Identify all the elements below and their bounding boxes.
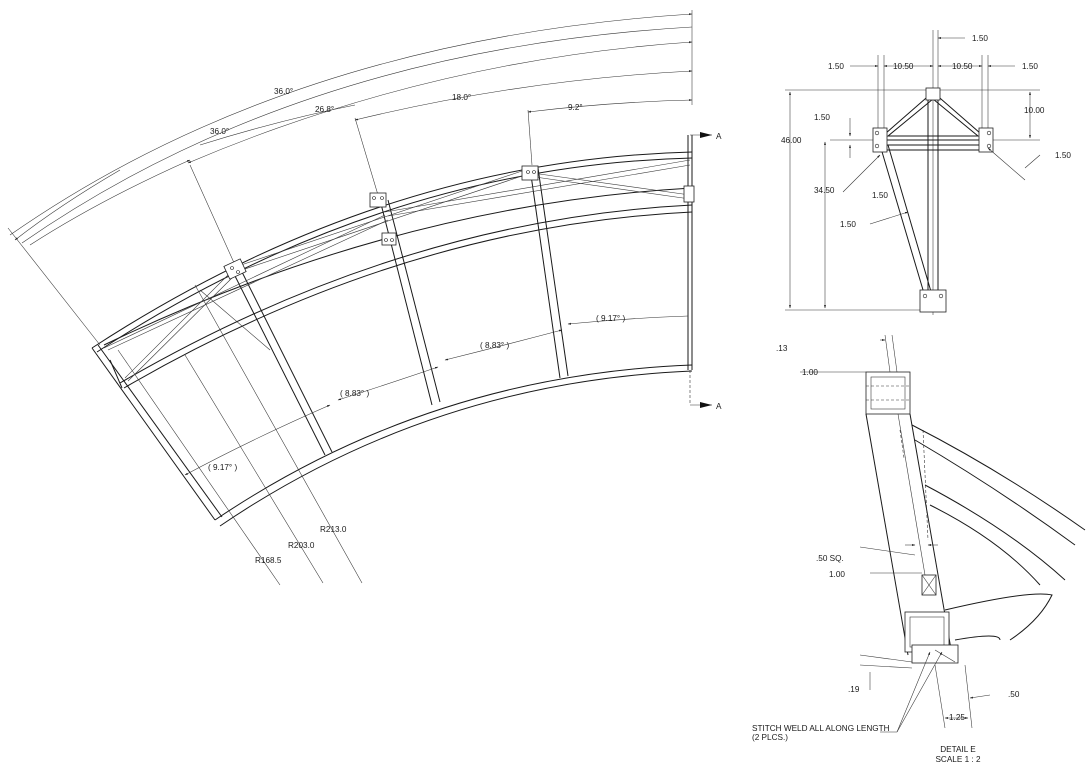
detail-title: DETAIL E (940, 745, 976, 754)
detail-dim-13: .13 (776, 344, 788, 353)
arch-chords (91, 135, 693, 527)
sec-dim-10-50-left: 10.50 (893, 62, 914, 71)
sec-dim-1-50-right: 1.50 (1022, 62, 1038, 71)
radius-leaders (117, 284, 363, 586)
angle-label-inner: 36.0° (210, 127, 229, 136)
angle-label-8-83-right: ( 8.83° ) (480, 341, 509, 350)
sec-dim-1-50-lower: 1.50 (872, 191, 888, 200)
section-cut-markers (690, 132, 712, 408)
radius-label-168-5: R168.5 (255, 556, 282, 565)
angle-label-9-2: 9.2° (568, 103, 583, 112)
gusset-plates (223, 165, 695, 280)
radius-label-213: R213.0 (320, 525, 347, 534)
section-a-a-view: 1.50 1.50 10.50 10.50 1.50 10.00 46.00 1… (781, 30, 1071, 315)
radial-struts (231, 167, 569, 456)
detail-dim-1-25: 1.25 (949, 713, 965, 722)
section-label-bottom: A (716, 402, 722, 411)
detail-dim-1-00-top: 1.00 (802, 368, 818, 377)
section-label-top: A (716, 132, 722, 141)
detail-dim-1-00-mid: 1.00 (829, 570, 845, 579)
detail-e-view: .13 1.00 .50 SQ. 1.00 .19 .50 1.25 STITC… (752, 334, 1086, 764)
radius-label-203: R203.0 (288, 541, 315, 550)
angle-label-9-17-left: ( 9.17° ) (208, 463, 237, 472)
angle-label-9-17-right: ( 9.17° ) (596, 314, 625, 323)
sec-dim-10-50-right: 10.50 (952, 62, 973, 71)
angle-label-18: 18.0° (452, 93, 471, 102)
sec-dim-46-00: 46.00 (781, 136, 802, 145)
detail-dim-50: .50 (1008, 690, 1020, 699)
angle-label-8-83-left: ( 8.83° ) (340, 389, 369, 398)
detail-dim-50-sq: .50 SQ. (816, 554, 844, 563)
truss-diagonals (103, 159, 691, 382)
angle-dimension-arcs (7, 10, 693, 346)
inner-angle-dimensions (184, 315, 689, 476)
sec-dim-10-00: 10.00 (1024, 106, 1045, 115)
arch-truss-view: 36.0° 36.0° 26.8° 18.0° 9.2° ( 9.17° ) (… (7, 10, 722, 586)
weld-note-line-2: (2 PLCS.) (752, 733, 788, 742)
sec-dim-34-50: 34.50 (814, 186, 835, 195)
sec-dim-1-50-mid: 1.50 (814, 113, 830, 122)
sec-dim-1-50-top: 1.50 (972, 34, 988, 43)
weld-note-line-1: STITCH WELD ALL ALONG LENGTH (752, 724, 890, 733)
detail-scale: SCALE 1 : 2 (935, 755, 981, 764)
angle-label-26: 26.8° (315, 105, 334, 114)
detail-dim-19: .19 (848, 685, 860, 694)
sec-dim-1-50-leg: 1.50 (840, 220, 856, 229)
sec-dim-1-50-far-right: 1.50 (1055, 151, 1071, 160)
sec-dim-1-50-left: 1.50 (828, 62, 844, 71)
angle-label-outer: 36.0° (274, 87, 293, 96)
